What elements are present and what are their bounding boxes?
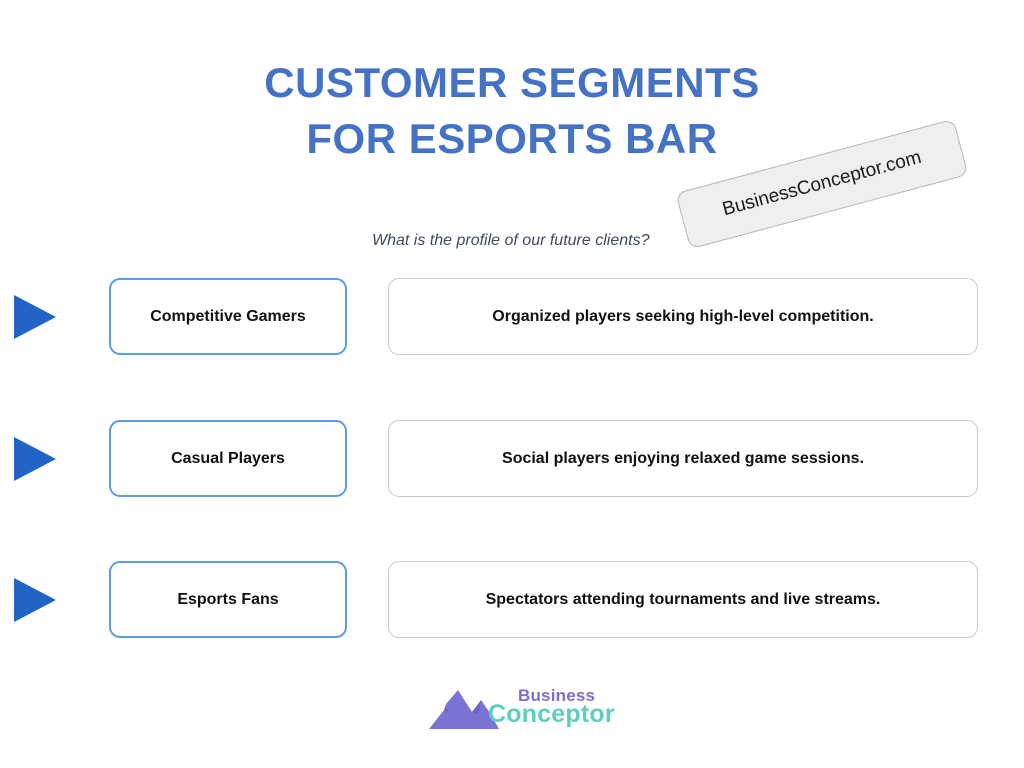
segment-label-box[interactable]: Esports Fans: [109, 561, 347, 638]
logo-word-conceptor: Conceptor: [488, 700, 615, 728]
segment-description-text: Spectators attending tournaments and liv…: [485, 590, 881, 608]
mountain-icon: [428, 688, 500, 737]
title-line-1: CUSTOMER SEGMENTS: [264, 59, 760, 106]
segment-description-text: Organized players seeking high-level com…: [492, 307, 874, 325]
brand-logo: Business Conceptor: [428, 682, 615, 738]
title-line-2: FOR ESPORTS BAR: [306, 115, 718, 162]
segment-label-box[interactable]: Competitive Gamers: [109, 278, 347, 355]
segment-label-box[interactable]: Casual Players: [109, 420, 347, 497]
logo-word-business: Business: [518, 686, 596, 705]
subtitle-question: What is the profile of our future client…: [372, 232, 650, 249]
segment-label-text: Esports Fans: [177, 590, 279, 608]
segment-row: Esports Fans Spectators attending tourna…: [0, 561, 1024, 638]
play-triangle-icon: [14, 578, 56, 622]
segment-label-text: Casual Players: [171, 449, 285, 467]
segment-description-box[interactable]: Social players enjoying relaxed game ses…: [388, 420, 978, 497]
page-title: CUSTOMER SEGMENTS FOR ESPORTS BAR: [0, 55, 1024, 167]
segment-row: Casual Players Social players enjoying r…: [0, 420, 1024, 497]
segment-description-box[interactable]: Organized players seeking high-level com…: [388, 278, 978, 355]
segment-label-text: Competitive Gamers: [150, 307, 306, 325]
segment-description-box[interactable]: Spectators attending tournaments and liv…: [388, 561, 978, 638]
play-triangle-icon: [14, 437, 56, 481]
play-triangle-icon: [14, 295, 56, 339]
logo-wordmark: Business Conceptor: [488, 682, 615, 734]
segment-row: Competitive Gamers Organized players see…: [0, 278, 1024, 355]
segment-description-text: Social players enjoying relaxed game ses…: [502, 449, 864, 467]
